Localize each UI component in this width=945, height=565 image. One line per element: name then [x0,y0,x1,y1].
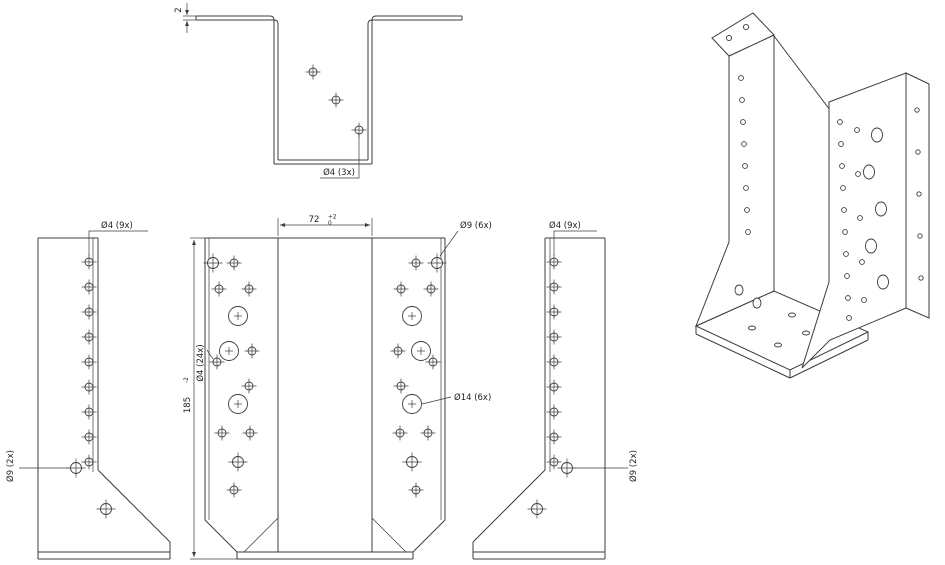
right-side-outline [472,237,606,560]
iso-right-wing [801,72,930,369]
note-top-right-holes: Ø9 (6x) [439,220,492,257]
front-right-plate-holes [390,253,447,498]
iso-seat-slots [748,312,810,348]
top-view-holes [305,64,367,138]
note-top-holes: Ø4 (3x) [320,134,360,179]
left-top-hole-note-label: Ø4 (9x) [101,220,133,231]
front-view: 72 +2 0 185 -2 Ø4 (24x) Ø9 (6x) Ø14 (6x) [183,215,492,560]
width-tol-lower: 0 [328,221,332,227]
left-side-view: Ø4 (9x) Ø9 (2x) [5,220,171,560]
top-hole-note-label: Ø4 (3x) [323,167,355,178]
note-right-top-holes: Ø4 (9x) [549,220,597,256]
iso-left-wing [695,12,775,327]
left-side-outline [37,237,171,560]
front-view-outline [204,237,446,560]
thickness-dim-label: 2 [174,7,184,12]
top-view-outline [195,15,463,165]
top-view: 2 Ø4 (3x) [174,3,463,179]
front-left-plate-holes [203,253,260,498]
top-right-hole-note-label: Ø9 (6x) [460,220,492,231]
isometric-view [694,12,930,379]
width-tol-upper: +2 [328,215,337,221]
width-dim-label: 72 [309,215,320,225]
height-tol: -2 [184,377,190,383]
large-hole-note-label: Ø14 (6x) [454,392,491,403]
note-small-holes: Ø4 (24x) [195,344,214,382]
note-large-holes: Ø14 (6x) [421,392,491,405]
small-hole-note-label: Ø4 (24x) [195,344,206,381]
height-dim-label: 185 [183,397,193,413]
note-left-side-holes: Ø9 (2x) [5,450,69,482]
left-side-holes [66,254,116,519]
right-side-hole-note-label: Ø9 (2x) [628,450,639,482]
dim-width: 72 +2 0 [277,215,373,236]
dim-height: 185 -2 [183,237,237,560]
note-left-top-holes: Ø4 (9x) [88,220,148,256]
right-side-view: Ø4 (9x) Ø9 (2x) [472,220,639,560]
right-side-holes [527,254,577,519]
note-right-side-holes: Ø9 (2x) [574,450,639,482]
dim-thickness: 2 [174,3,196,33]
right-top-hole-note-label: Ø4 (9x) [549,220,581,231]
left-side-hole-note-label: Ø9 (2x) [5,450,16,482]
